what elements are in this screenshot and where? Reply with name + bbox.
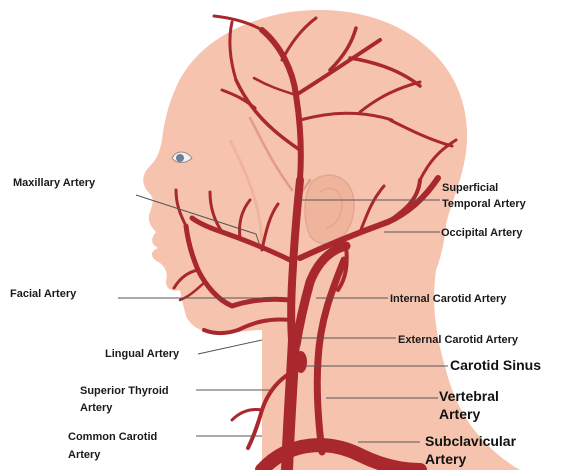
label-vertebral-line1: Vertebral [439, 388, 499, 405]
label-vertebral-line2: Artery [439, 406, 480, 423]
label-facial-artery: Facial Artery [10, 287, 76, 301]
label-internal-carotid-artery: Internal Carotid Artery [390, 292, 506, 306]
label-superficial-temporal-line2: Temporal Artery [442, 197, 526, 211]
label-carotid-sinus: Carotid Sinus [450, 357, 541, 374]
label-lingual-artery: Lingual Artery [105, 347, 179, 361]
label-common-carotid-line2: Artery [68, 448, 100, 462]
label-external-carotid-artery: External Carotid Artery [398, 333, 518, 347]
label-subclavicular-line1: Subclavicular [425, 433, 516, 450]
leader-lingual [198, 340, 262, 354]
label-superficial-temporal-line1: Superficial [442, 181, 498, 195]
label-occipital-artery: Occipital Artery [441, 226, 523, 240]
label-superior-thyroid-line2: Artery [80, 401, 112, 415]
label-superior-thyroid-line1: Superior Thyroid [80, 384, 169, 398]
eye-iris [176, 154, 184, 162]
carotid-sinus [295, 351, 307, 373]
label-subclavicular-line2: Artery [425, 451, 466, 468]
label-common-carotid-line1: Common Carotid [68, 430, 157, 444]
label-maxillary-artery: Maxillary Artery [13, 176, 95, 190]
